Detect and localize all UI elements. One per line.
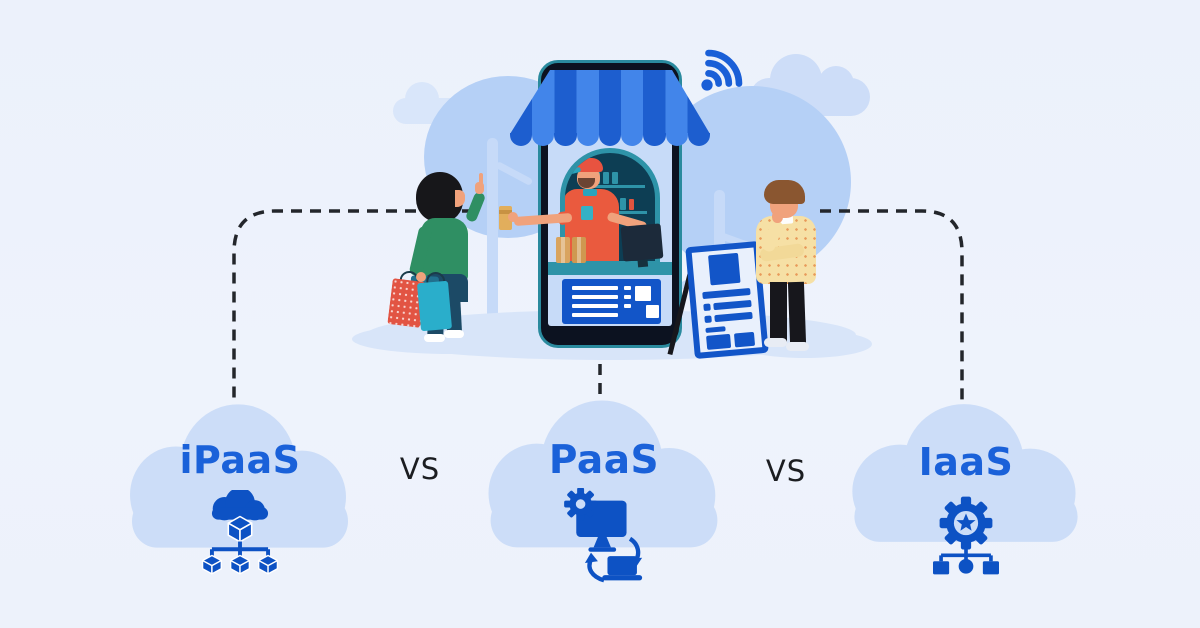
woman-raised-arm [464,191,487,223]
shelf [583,185,645,188]
sign-circle [708,252,741,286]
woman-hand [416,272,426,282]
comparison-card-ipaas: iPaaS [120,398,360,575]
shelf-item [603,172,609,184]
thinking-man [744,180,836,352]
man-shoe [786,342,809,351]
woman-shoe [424,334,445,342]
woman-face [455,190,465,207]
woman-finger [479,173,483,185]
storefront-counter [548,262,672,275]
ipaas-cloud-integration-icon [201,490,279,575]
comparison-card-paas: PaaS [478,394,730,583]
sign-block [706,333,732,350]
ui-text-line [572,304,618,308]
paas-label: PaaS [548,438,660,483]
ui-square [635,286,651,301]
shelf-item [629,199,634,210]
sign-text-line [705,326,726,333]
label-cloud-shape [852,404,1078,542]
ui-text-line [572,286,618,290]
ui-dash [624,295,631,299]
man-leg [787,281,807,345]
pos-monitor [620,223,664,262]
comparison-card-iaas: IaaS [842,398,1090,575]
iaas-gear-network-icon [933,496,999,575]
vs-separator: VS [399,452,441,486]
iaas-label: IaaS [918,440,1014,484]
shelf-item [620,198,626,210]
woman-shopper [387,168,500,348]
vendor-beard [578,178,595,188]
vendor-hand [508,212,518,222]
man-leg [770,282,787,342]
tree-left-trunk [487,138,498,338]
ui-dash [624,304,631,308]
sign-bullet [704,315,712,324]
man-hand-on-chin [772,210,783,223]
ui-dash [624,286,631,290]
ipaas-label: iPaaS [179,438,301,482]
ui-square [646,305,659,318]
man-hair [764,180,805,204]
ui-text-line [572,313,618,317]
vendor-pocket [581,206,593,220]
vendor-collar [583,189,597,196]
counter-box [572,237,586,263]
counter-box [556,237,570,263]
man-shoe [764,338,787,347]
paas-platform-sync-icon [564,488,643,583]
shelf [595,211,647,214]
handed-item [499,206,512,230]
storefront-awning [510,70,710,148]
woman-shoe [444,330,464,338]
wifi-icon [701,49,743,91]
phone-ui-panel [562,279,661,324]
ui-text-line [572,295,618,299]
sign-bullet [703,303,711,312]
shopping-bag-teal [416,280,453,332]
vs-separator: VS [765,454,807,488]
woman-hand [475,182,484,194]
awning-scallops [510,133,710,146]
shelf-item [612,172,618,184]
